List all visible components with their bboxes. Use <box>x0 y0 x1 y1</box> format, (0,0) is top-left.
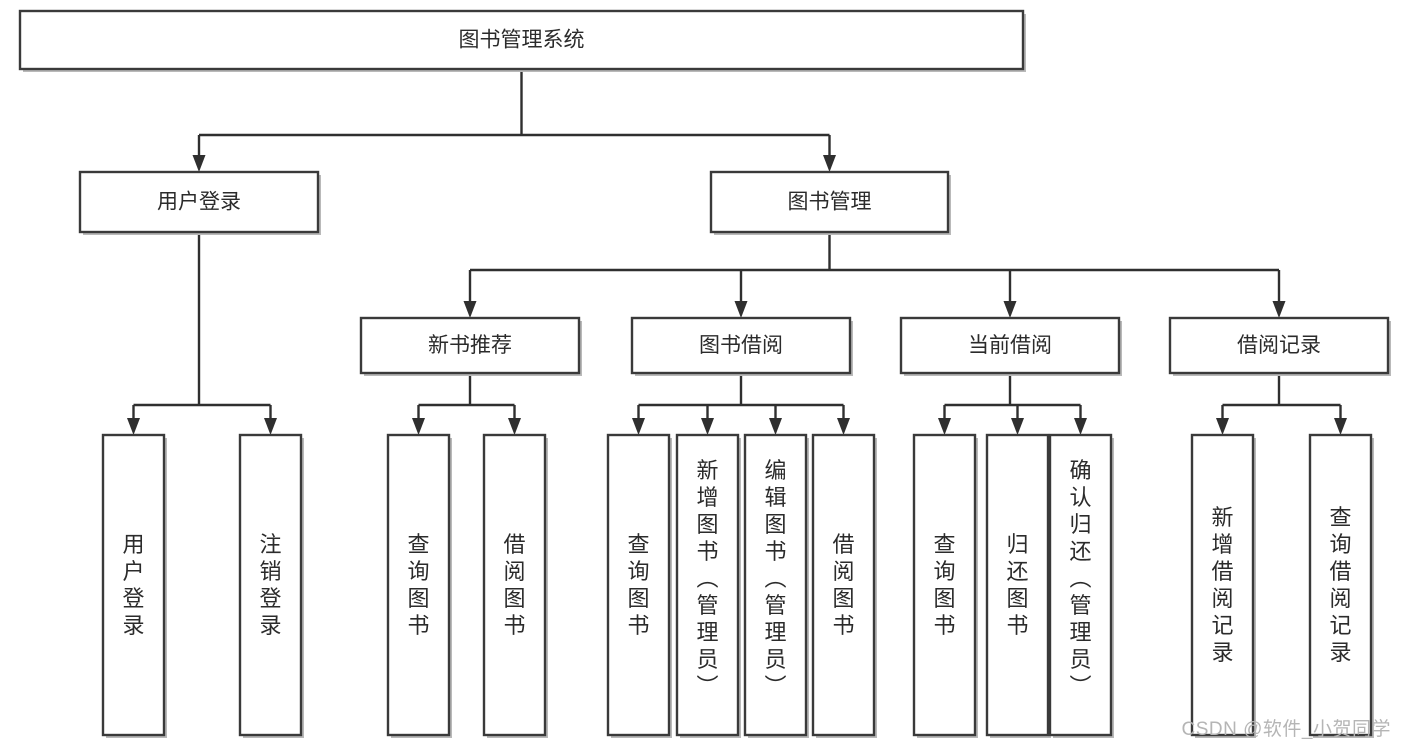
node-leaf-query-book-1[interactable]: 查询图书 <box>386 433 452 738</box>
node-box[interactable] <box>78 170 320 234</box>
node-box[interactable] <box>101 433 166 737</box>
node-leaf-user-login[interactable]: 用户登录 <box>101 433 167 738</box>
node-leaf-query-book-3[interactable]: 查询图书 <box>912 433 978 738</box>
node-leaf-borrow-book-1[interactable]: 借阅图书 <box>482 433 548 738</box>
node-box[interactable] <box>743 433 808 737</box>
node-box[interactable] <box>675 433 740 737</box>
node-label: 查询图书 <box>933 532 955 638</box>
node-book-manage[interactable]: 图书管理 <box>709 170 951 235</box>
node-leaf-logout[interactable]: 注销登录 <box>238 433 304 738</box>
node-current-borrow[interactable]: 当前借阅 <box>899 316 1122 376</box>
node-box[interactable] <box>606 433 671 737</box>
node-box[interactable] <box>811 433 876 737</box>
node-label: 借阅图书 <box>832 532 854 638</box>
node-book-borrow[interactable]: 图书借阅 <box>630 316 853 376</box>
node-user-login[interactable]: 用户登录 <box>78 170 321 235</box>
new-book-rec-to-leaves-branch-1-arrowhead <box>508 418 521 435</box>
node-box[interactable] <box>1048 433 1113 737</box>
node-label: 借阅图书 <box>503 532 525 638</box>
node-label: 编辑图书︵管理员︶ <box>764 458 786 699</box>
node-label: 图书管理 <box>788 191 872 214</box>
node-box[interactable] <box>1308 433 1373 737</box>
node-label: 查询图书 <box>627 532 649 638</box>
node-leaf-return-book[interactable]: 归还图书 <box>985 433 1051 738</box>
current-borrow-to-leaves-branch-1-arrowhead <box>1011 418 1024 435</box>
user-login-to-leaves-branch-1-arrowhead <box>264 418 277 435</box>
node-label: 确认归还︵管理员︶ <box>1069 458 1091 699</box>
book-borrow-to-leaves-branch-2-arrowhead <box>769 418 782 435</box>
node-label: 图书管理系统 <box>459 29 585 52</box>
new-book-rec-to-leaves-branch-0-arrowhead <box>412 418 425 435</box>
book-borrow-to-leaves-branch-0-arrowhead <box>632 418 645 435</box>
node-label: 查询图书 <box>407 532 429 638</box>
node-box[interactable] <box>238 433 303 737</box>
node-new-book-rec[interactable]: 新书推荐 <box>359 316 582 376</box>
book-borrow-to-leaves-branch-3-arrowhead <box>837 418 850 435</box>
bookmanage-to-level3-branch-0-arrowhead <box>463 301 477 318</box>
node-label: 用户登录 <box>122 532 144 638</box>
node-box[interactable] <box>899 316 1121 375</box>
node-label: 归还图书 <box>1006 532 1028 638</box>
node-box[interactable] <box>18 9 1025 71</box>
bookmanage-to-level3-branch-1-arrowhead <box>734 301 748 318</box>
node-box[interactable] <box>386 433 451 737</box>
connectors-layer <box>127 69 1347 435</box>
node-label: 当前借阅 <box>968 334 1052 357</box>
node-label: 注销登录 <box>259 532 281 638</box>
node-borrow-record[interactable]: 借阅记录 <box>1168 316 1391 376</box>
node-label: 新增借阅记录 <box>1211 505 1233 665</box>
node-leaf-edit-book[interactable]: 编辑图书︵管理员︶ <box>743 433 809 738</box>
node-label: 新增图书︵管理员︶ <box>696 458 718 699</box>
nodes-layer: 图书管理系统用户登录图书管理新书推荐图书借阅当前借阅借阅记录用户登录注销登录查询… <box>18 9 1391 738</box>
node-label: 新书推荐 <box>428 334 512 357</box>
node-leaf-borrow-book-2[interactable]: 借阅图书 <box>811 433 877 738</box>
node-box[interactable] <box>912 433 977 737</box>
root-to-level2-branch-0-arrowhead <box>192 155 206 172</box>
node-label: 用户登录 <box>157 191 241 214</box>
node-box[interactable] <box>359 316 581 375</box>
node-label: 查询借阅记录 <box>1329 505 1351 665</box>
borrow-record-to-leaves-branch-0-arrowhead <box>1216 418 1229 435</box>
book-borrow-to-leaves-branch-1-arrowhead <box>701 418 714 435</box>
node-box[interactable] <box>1168 316 1390 375</box>
bookmanage-to-level3-branch-3-arrowhead <box>1272 301 1286 318</box>
borrow-record-to-leaves-branch-1-arrowhead <box>1334 418 1347 435</box>
node-label: 借阅记录 <box>1237 334 1321 357</box>
current-borrow-to-leaves-branch-2-arrowhead <box>1074 418 1087 435</box>
node-label: 图书借阅 <box>699 334 783 357</box>
node-root[interactable]: 图书管理系统 <box>18 9 1026 72</box>
node-box[interactable] <box>985 433 1050 737</box>
node-leaf-query-book-2[interactable]: 查询图书 <box>606 433 672 738</box>
root-to-level2-branch-1-arrowhead <box>823 155 836 172</box>
node-box[interactable] <box>630 316 852 375</box>
node-leaf-add-book[interactable]: 新增图书︵管理员︶ <box>675 433 741 738</box>
bookmanage-to-level3-branch-2-arrowhead <box>1003 301 1017 318</box>
current-borrow-to-leaves-branch-0-arrowhead <box>938 418 951 435</box>
user-login-to-leaves-branch-0-arrowhead <box>127 418 140 435</box>
node-leaf-add-record[interactable]: 新增借阅记录 <box>1190 433 1256 738</box>
node-leaf-confirm-return[interactable]: 确认归还︵管理员︶ <box>1048 433 1114 738</box>
node-box[interactable] <box>482 433 547 737</box>
node-box[interactable] <box>1190 433 1255 737</box>
node-box[interactable] <box>709 170 950 234</box>
node-leaf-query-record[interactable]: 查询借阅记录 <box>1308 433 1374 738</box>
